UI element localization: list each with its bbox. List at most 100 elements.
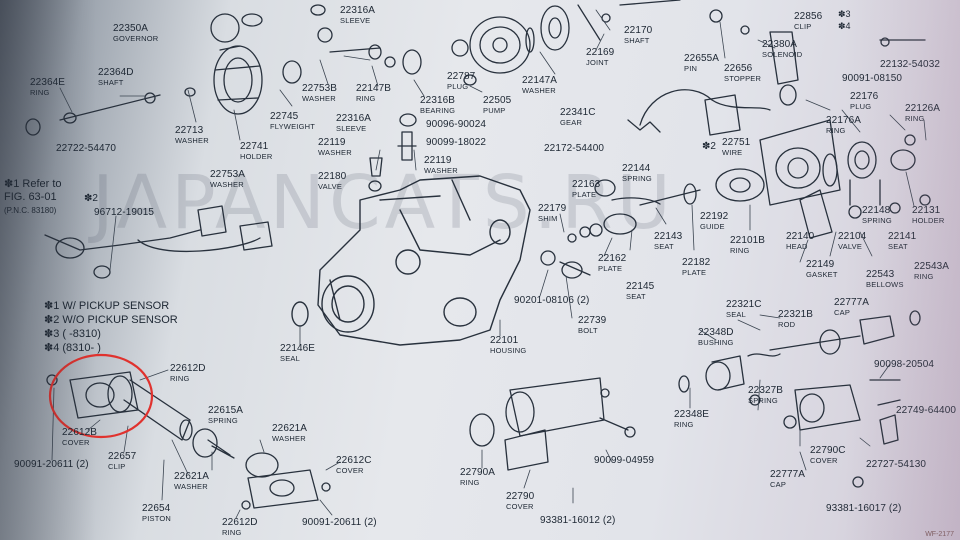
footnote-3: ✽3 ( -8310) (44, 328, 101, 340)
label-90201: 90201-08106 (2) (514, 295, 590, 306)
governor-parts (25, 4, 422, 192)
label-93381b: 93381-16017 (2) (826, 503, 902, 514)
pickup-sensor-parts (44, 205, 273, 279)
feed-pump-parts (451, 0, 681, 86)
cold-start-device (469, 377, 636, 471)
watermark-text: JAPANCATS.RU (92, 160, 675, 246)
label-90099a: 90099-18022 (426, 137, 487, 148)
label-90096: 90096-90024 (426, 119, 487, 130)
mark-2-sensor: ✽2 (84, 193, 98, 204)
delivery-valve-parts (540, 179, 701, 279)
label-90098: 90098-20504 (874, 359, 935, 370)
label-90099b: 90099-04959 (594, 455, 655, 466)
label-90091-top: 90091-08150 (842, 73, 903, 84)
label-22132: 22132-54032 (880, 59, 941, 70)
mark-3: ✽3 (838, 9, 851, 19)
mark-2-wire: ✽2 (702, 141, 716, 152)
label-22172: 22172-54400 (544, 143, 605, 154)
label-90091-b: 90091-20611 (2) (302, 517, 377, 528)
highlight-circle (48, 353, 154, 439)
label-22727: 22727-54130 (866, 459, 927, 470)
label-93381a: 93381-16012 (2) (540, 515, 616, 526)
label-22749: 22749-64400 (896, 405, 957, 416)
label-96712: 96712-19015 (94, 207, 155, 218)
figure-code: WF-2177 (925, 531, 954, 538)
timer-piston-parts (46, 371, 331, 510)
solenoid-head-parts (627, 9, 931, 239)
mark-4: ✽4 (838, 21, 851, 31)
footnote-4: ✽4 (8310- ) (44, 342, 101, 354)
pump-housing (291, 175, 531, 346)
label-90091-a: 90091-20611 (2) (14, 459, 89, 470)
actuator-parts (678, 310, 921, 488)
